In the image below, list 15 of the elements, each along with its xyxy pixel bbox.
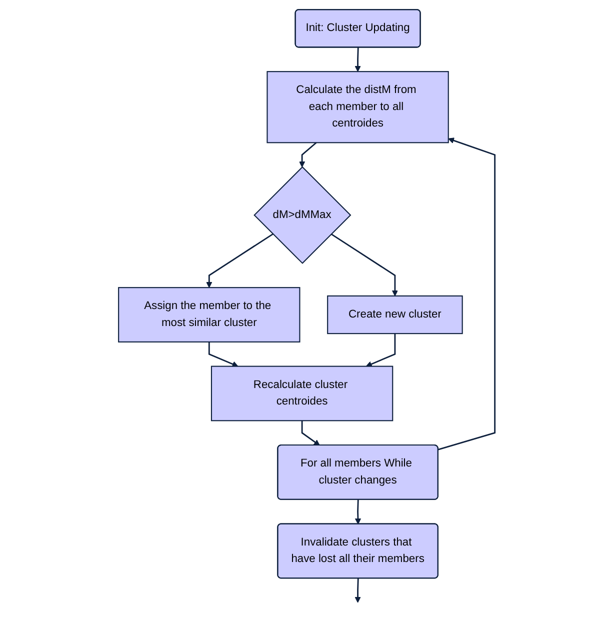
arrow [438, 138, 496, 450]
arrow [354, 578, 361, 603]
node-diamond: dM>dMMax [253, 166, 352, 264]
arrow [330, 233, 398, 296]
arrow [354, 500, 361, 524]
node-box: Calculate the distM from each member to all centroides [266, 71, 449, 144]
node-box: Recalculate cluster centroides [210, 366, 393, 422]
arrow [206, 233, 274, 288]
node-box: Create new cluster [326, 295, 463, 334]
arrow [208, 342, 238, 367]
node-box: Assign the member to the most similar cluster [118, 287, 300, 342]
arrow [354, 48, 361, 72]
arrow [366, 334, 396, 367]
arrow [301, 420, 320, 446]
arrow [298, 142, 317, 168]
